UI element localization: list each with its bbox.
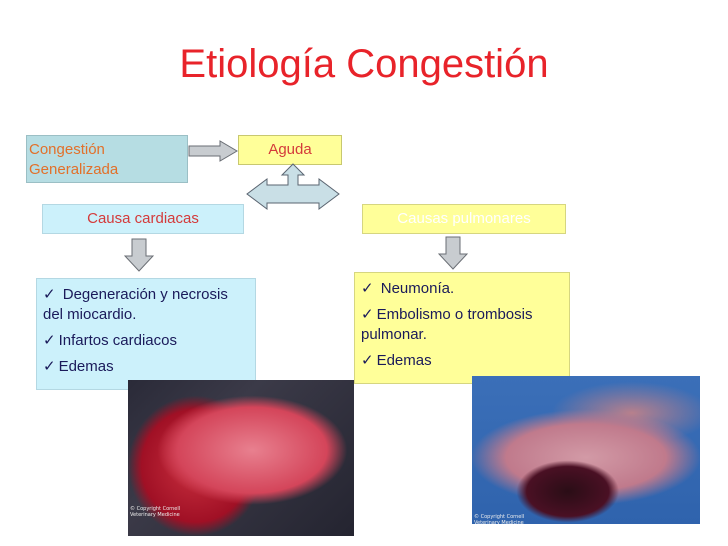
page-title: Etiología Congestión	[179, 42, 549, 86]
down-arrow-icon	[124, 238, 154, 272]
lung-photo: © Copyright Cornell Veterinary Medicine	[472, 376, 700, 524]
cardiac-causes-list: ✓ Degeneración y necrosis del miocardio.…	[36, 278, 256, 390]
copyright-text: © Copyright Cornell Veterinary Medicine	[474, 514, 525, 524]
checkmark-icon: ✓	[361, 306, 374, 323]
pulmonary-causes-list: ✓ Neumonía. ✓Embolismo o trombosis pulmo…	[354, 272, 570, 384]
checkmark-icon: ✓	[361, 352, 374, 369]
three-way-arrow-icon	[246, 163, 340, 210]
cardiac-cause-box: Causa cardiacas	[42, 204, 244, 234]
list-item: ✓Embolismo o trombosis pulmonar.	[361, 306, 533, 343]
checkmark-icon: ✓	[43, 332, 56, 349]
checkmark-icon: ✓	[43, 358, 56, 375]
aguda-box: Aguda	[238, 135, 342, 165]
heart-photo: © Copyright Cornell Veterinary Medicine	[128, 380, 354, 536]
down-arrow-icon	[438, 236, 468, 270]
list-item: ✓ Neumonía.	[361, 280, 455, 297]
list-item: ✓Infartos cardiacos	[43, 332, 177, 349]
right-arrow-icon	[188, 140, 238, 162]
congestion-label-line2: Generalizada	[29, 161, 119, 178]
pulmonary-cause-box: Causas pulmonares	[362, 204, 566, 234]
copyright-text: © Copyright Cornell Veterinary Medicine	[130, 506, 181, 518]
congestion-label-line1: Congestión	[29, 141, 105, 158]
congestion-generalizada-box: Congestión Generalizada	[26, 135, 188, 183]
checkmark-icon: ✓	[43, 286, 56, 303]
list-item: ✓Edemas	[361, 352, 432, 369]
list-item: ✓Edemas	[43, 358, 114, 375]
list-item: ✓ Degeneración y necrosis del miocardio.	[43, 286, 228, 323]
checkmark-icon: ✓	[361, 280, 374, 297]
